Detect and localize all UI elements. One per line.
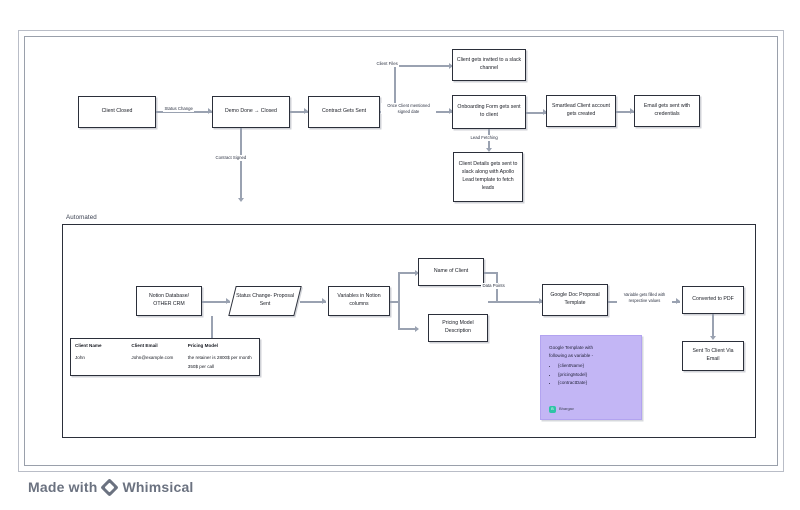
client-data-table[interactable]: Client Name Client Email Pricing Model J… — [70, 338, 260, 377]
whimsical-branding: Made with Whimsical — [28, 477, 194, 497]
brand-name: Whimsical — [122, 479, 194, 495]
arrowhead-down — [709, 336, 716, 340]
node-label: Onboarding Form gets sent to client — [457, 104, 521, 118]
cell-client-name: John — [75, 355, 85, 360]
connector-notion-to-status — [202, 300, 230, 303]
node-label: Contract Gets Sent — [321, 108, 367, 115]
diamond-logo-icon — [100, 477, 120, 497]
avatar: B — [549, 406, 556, 413]
node-label: Name of Client — [433, 268, 469, 275]
node-contract-gets-sent[interactable]: Contract Gets Sent — [308, 96, 380, 128]
connector-pdf-to-email — [711, 314, 715, 338]
note-author-name: Bhargav — [559, 406, 574, 412]
node-name-of-client[interactable]: Name of Client — [418, 258, 484, 286]
node-google-doc-proposal-template[interactable]: Google Doc Proposal Template — [542, 284, 608, 316]
sticky-note-google-template[interactable]: Google Template with following as variab… — [540, 335, 642, 420]
node-label: Smartlead Client account gets created — [552, 103, 610, 117]
node-onboarding-form[interactable]: Onboarding Form gets sent to client — [452, 95, 526, 129]
cell-client-email: John@example.com — [131, 355, 174, 360]
note-variable-item: {clientName} — [558, 362, 634, 370]
node-slack-channel-invite[interactable]: Client gets invited to a slack channel — [452, 49, 526, 81]
node-label: Pricing Model Description — [442, 320, 474, 334]
arrowhead — [415, 325, 419, 332]
arrowhead — [226, 298, 230, 305]
node-label: Client Closed — [101, 108, 133, 115]
connector-to-slack — [394, 65, 452, 68]
node-label: Email gets sent with credentials — [643, 103, 691, 117]
edge-label-contract-signed: Contract Signed — [214, 155, 248, 161]
connector-status-to-variables — [300, 300, 326, 303]
edge-label-variable-gets-filled: Variable gets filled with respective val… — [617, 292, 672, 304]
automated-section-label: Automated — [64, 214, 99, 221]
pricing-line-2: 350$ per call — [187, 363, 215, 369]
connector-variables-split — [398, 272, 401, 330]
node-label: Demo Done → Closed — [225, 108, 277, 115]
table-header-client-email: Client Email — [131, 343, 158, 348]
table-header-pricing-model: Pricing Model — [187, 343, 218, 348]
node-label: Sent To Client Via Email — [692, 348, 734, 362]
note-title-line-1: Google Template with — [549, 345, 594, 350]
arrowhead — [449, 62, 453, 69]
connector-branch-vertical — [394, 66, 397, 112]
edge-label-once-client-signed-date: Once Client mentioned signed date — [381, 103, 436, 115]
node-label: Client Details gets sent to slack along … — [458, 161, 518, 191]
node-variables-notion-columns[interactable]: Variables in Notion columns — [328, 286, 390, 316]
arrowhead — [415, 269, 419, 276]
table-header-row: Client Name Client Email Pricing Model — [71, 339, 259, 351]
node-email-credentials[interactable]: Email gets sent with credentials — [634, 95, 700, 127]
arrowhead — [676, 298, 680, 305]
branding-text: Made with — [28, 479, 98, 495]
connector-demo-down — [239, 128, 243, 200]
connector-merge-to-template — [488, 300, 542, 303]
node-label: Google Doc Proposal Template — [550, 292, 600, 306]
connector-variables-to-table — [211, 316, 214, 338]
arrowhead — [449, 108, 453, 115]
automated-section — [62, 224, 756, 438]
arrowhead-down — [237, 198, 244, 202]
node-notion-database[interactable]: Notion Database/ OTHER CRM — [136, 286, 202, 316]
arrowhead — [630, 108, 634, 115]
connector-onboarding-to-smartlead — [526, 111, 546, 114]
node-label: Converted to PDF — [692, 296, 734, 303]
edge-label-client-files: Client Files — [375, 61, 400, 67]
connector-to-name-of-client — [398, 272, 418, 275]
node-client-details-slack[interactable]: Client Details gets sent to slack along … — [453, 152, 523, 202]
table-row[interactable]: John John@example.com the retainer is 28… — [71, 351, 259, 375]
edge-label-data-points: Data Points — [481, 283, 507, 289]
node-label: Notion Database/ OTHER CRM — [148, 293, 190, 307]
note-author: B Bhargav — [549, 406, 574, 413]
node-sent-to-client-via-email[interactable]: Sent To Client Via Email — [682, 341, 744, 371]
node-label: Variables in Notion columns — [337, 293, 381, 307]
note-variable-item: {pricingModel} — [558, 371, 634, 379]
connector-smartlead-to-email — [616, 110, 634, 113]
node-pricing-model-description[interactable]: Pricing Model Description — [428, 314, 488, 342]
arrowhead — [543, 109, 547, 116]
connector-variables-out — [390, 300, 400, 303]
node-demo-done-closed[interactable]: Demo Done → Closed — [212, 96, 290, 128]
node-status-change-proposal-sent[interactable]: Status Change- Proposal Sent — [228, 286, 302, 316]
note-title-line-2: following as variable - — [549, 352, 594, 358]
node-label: Status Change- Proposal Sent — [236, 293, 294, 307]
edge-label-status-change: Status Change — [163, 106, 195, 112]
pricing-line-1: the retainer is 2800$ per month — [187, 355, 252, 360]
node-converted-to-pdf[interactable]: Converted to PDF — [682, 286, 744, 314]
table-header-client-name: Client Name — [75, 343, 102, 348]
connector-to-pricing-model — [398, 328, 418, 331]
arrowhead — [539, 298, 543, 305]
arrowhead — [322, 298, 326, 305]
note-variable-list: {clientName} {pricingModel} {contractDat… — [549, 362, 634, 387]
connector-demo-to-contract — [290, 110, 308, 113]
edge-label-lead-fetching: Lead Fetching — [469, 135, 500, 141]
cell-pricing-model: the retainer is 2800$ per month 350$ per… — [184, 351, 259, 375]
note-variable-item: {contractDate} — [558, 379, 634, 387]
connector-name-out — [484, 272, 498, 275]
node-label: Client gets invited to a slack channel — [456, 57, 522, 71]
arrowhead-down — [485, 148, 492, 152]
node-smartlead-account[interactable]: Smartlead Client account gets created — [546, 95, 616, 127]
node-client-closed[interactable]: Client Closed — [78, 96, 156, 128]
arrowhead — [304, 108, 308, 115]
arrowhead — [208, 108, 212, 115]
